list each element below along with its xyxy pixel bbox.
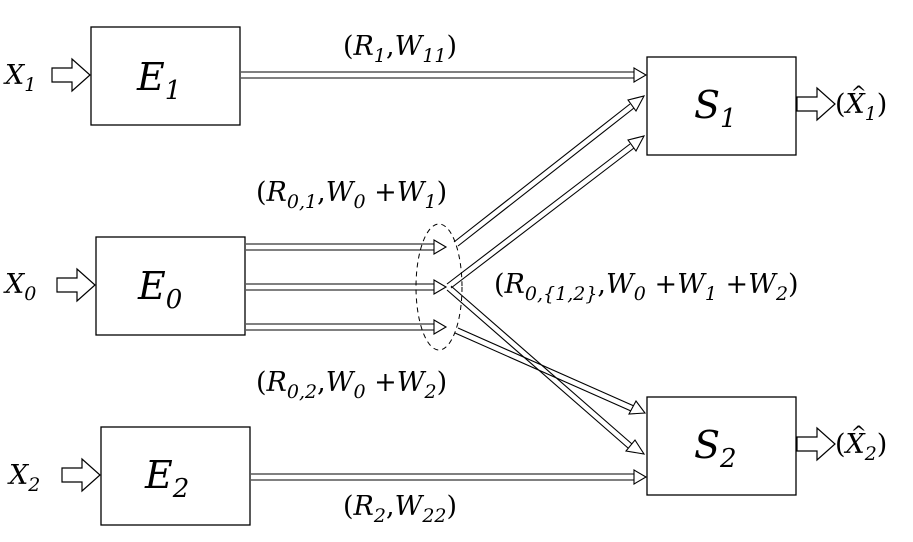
- decoder-s2-label: S2: [694, 423, 737, 474]
- rate-label-r01: (R0,1,W0 +W1): [256, 177, 447, 213]
- link-r01-to-s1: [453, 95, 646, 247]
- rate-label-r1: (R1,W11): [343, 31, 457, 67]
- encoder-e2-label: E2: [144, 453, 189, 504]
- output-s1-arrow: [796, 86, 836, 122]
- output-s2-arrow: [796, 426, 836, 462]
- encoder-e1-label: E1: [136, 55, 181, 106]
- rate-label-r02: (R0,2,W0 +W2): [256, 367, 447, 403]
- encoder-e1-box: [90, 26, 241, 126]
- input-x0-arrow: [56, 267, 96, 303]
- link-e0-common: [246, 239, 448, 335]
- rate-label-r012: (R0,{1,2},W0 +W1 +W2): [494, 269, 799, 305]
- output-xhat1-label: (X^1): [835, 82, 887, 125]
- decoder-s1-box: [646, 56, 797, 156]
- encoder-e0-box: [95, 236, 246, 336]
- input-x1-label: X1: [3, 60, 36, 96]
- output-xhat2-label: (X^2): [835, 422, 887, 465]
- input-x2-arrow: [61, 457, 101, 493]
- input-x1-arrow: [51, 57, 91, 93]
- input-x2-label: X2: [7, 460, 40, 496]
- input-x0-label: X0: [3, 269, 36, 305]
- encoder-e0-label: E0: [137, 264, 182, 315]
- decoder-s1-label: S1: [694, 83, 737, 134]
- link-e2-s2: [251, 469, 648, 485]
- rate-label-r2: (R2,W22): [343, 491, 457, 527]
- common-message-ellipse: [415, 223, 463, 351]
- link-r02-to-s2: [454, 327, 647, 415]
- link-r012-to-s2: [446, 285, 646, 455]
- link-r012-to-s1: [446, 135, 646, 289]
- decoder-s2-box: [646, 396, 797, 496]
- link-e1-s1: [241, 67, 648, 83]
- encoder-e2-box: [100, 426, 251, 526]
